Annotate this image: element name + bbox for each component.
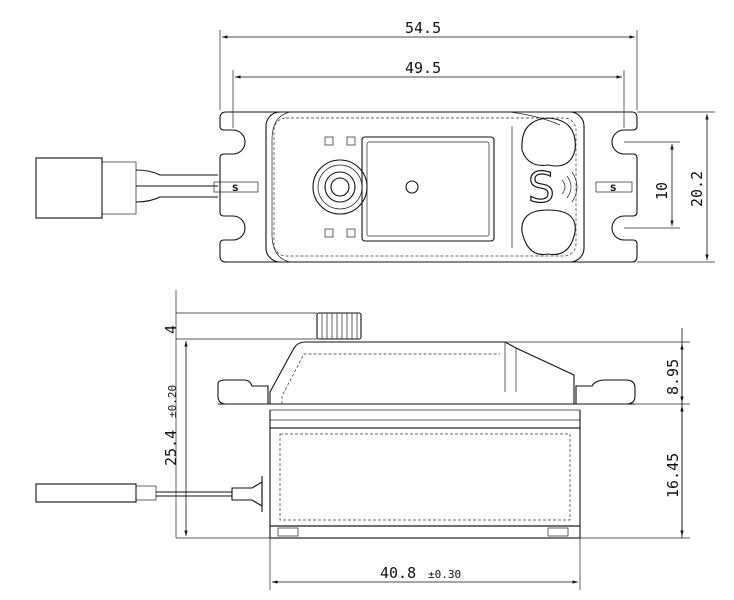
cable-wire — [135, 169, 218, 176]
cable-plug-top — [35, 157, 103, 219]
bottom-foot — [547, 527, 569, 537]
top-right-boss — [521, 117, 576, 167]
spline-teeth — [321, 313, 358, 339]
connector-tab-left — [213, 181, 259, 193]
signal-arc — [561, 179, 566, 195]
corner-mark — [346, 228, 356, 238]
spline-boss-mid — [317, 164, 363, 210]
lower-case-hidden — [279, 433, 571, 521]
top-view: S S S 54.5 49.5 10 20.2 — [35, 19, 715, 263]
corner-mark — [324, 136, 334, 146]
upper-case-edges — [504, 342, 517, 392]
corner-mark — [346, 136, 356, 146]
output-spline-side — [316, 312, 362, 340]
upper-case-hidden — [281, 353, 500, 404]
connector-tab-right — [595, 181, 633, 193]
dim-overall-width: 20.2 — [688, 171, 706, 207]
upper-case-outline — [269, 341, 575, 404]
dim-lower-case-height: 16.45 — [664, 453, 682, 498]
signal-arc — [566, 175, 572, 199]
case-right-chamfer — [509, 111, 561, 126]
right-mounting-ear — [575, 379, 636, 405]
dim-hole-pitch: 10 — [653, 182, 671, 200]
bottom-right-boss — [521, 209, 576, 256]
screw-hole-icon — [405, 180, 419, 194]
connector-label-left: S — [232, 184, 238, 194]
label-window — [361, 136, 495, 242]
dim-upper-case-height: 8.95 — [664, 359, 682, 395]
case-body-top — [265, 111, 585, 263]
cable-strain-relief — [231, 481, 263, 507]
dim-overall-length: 54.5 — [405, 19, 441, 37]
cable-plug-side — [35, 483, 137, 503]
spline-gear-outer — [324, 171, 356, 203]
label-window-inner — [366, 141, 490, 237]
dim-spline-height: 4 — [162, 325, 180, 334]
mounting-flange-outline — [219, 111, 638, 263]
connector-label-right: S — [610, 184, 616, 194]
corner-mark — [324, 228, 334, 238]
spline-gear-inner — [330, 177, 350, 197]
brand-logo-s: S — [528, 163, 555, 212]
bottom-cover — [269, 525, 581, 539]
cable-wire — [135, 196, 218, 203]
dim-total-height: 25.4 — [162, 430, 180, 466]
side-view: 4 25.4 ±0.20 8.95 16.45 40.8 ±0.30 — [35, 290, 690, 590]
dim-hole-spacing: 49.5 — [405, 59, 441, 77]
cable-plug-neck — [101, 161, 137, 215]
dim-total-height-tolerance: ±0.20 — [166, 385, 179, 418]
case-left-chamfer — [271, 111, 291, 263]
cable-plug-neck-side — [135, 485, 157, 501]
left-mounting-ear — [217, 379, 269, 405]
spline-boss-outer — [312, 159, 368, 215]
dim-case-length: 40.8 — [380, 564, 416, 582]
lower-case-body — [269, 427, 581, 527]
bottom-foot — [277, 527, 299, 537]
dim-case-length-tolerance: ±0.30 — [428, 568, 461, 581]
signal-arc — [571, 171, 578, 203]
